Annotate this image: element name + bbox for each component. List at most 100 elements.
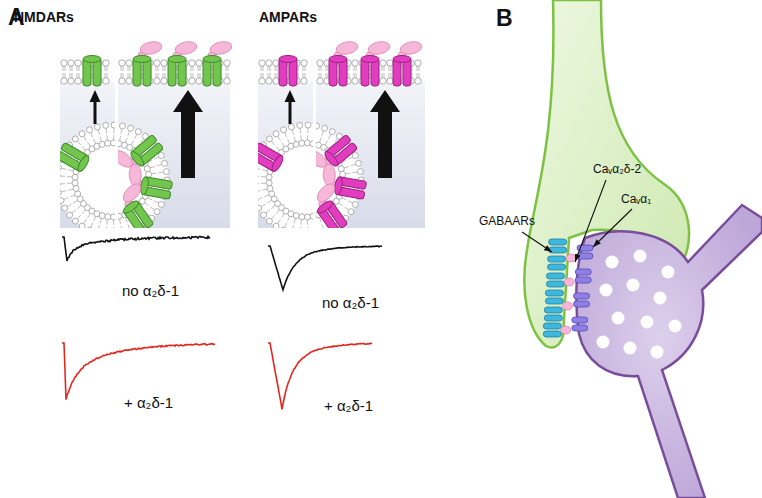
- lipid-tail: [82, 146, 85, 150]
- leader-line: [593, 209, 632, 247]
- alpha2delta2-symbol: [561, 326, 571, 334]
- lipid-tail: [258, 198, 262, 200]
- lipid-tail: [106, 128, 108, 133]
- lipid-tail: [342, 198, 346, 200]
- synaptic-vesicle: [627, 279, 640, 292]
- gabaa-receptor: [545, 290, 563, 296]
- receptor-symbol: [60, 142, 91, 173]
- lipid-tail: [384, 66, 385, 71]
- lipid-tail: [68, 170, 73, 171]
- lipid-head: [281, 227, 287, 228]
- lipid-tail: [212, 66, 213, 71]
- synaptic-vesicle: [606, 256, 619, 269]
- lipid-tail: [228, 73, 229, 78]
- receptor-symbol: [329, 40, 359, 86]
- alpha2delta2-symbol: [563, 302, 573, 310]
- lipid-tail: [94, 139, 96, 144]
- protein-label: Caᵥα₂δ-2: [593, 163, 641, 176]
- lipid-tail: [156, 66, 157, 71]
- lipid-head: [75, 60, 81, 66]
- lipid-tail: [271, 141, 274, 145]
- lipid-head: [73, 185, 79, 191]
- vesicle: [258, 122, 313, 228]
- lipid-tail: [261, 176, 266, 177]
- lipid-tail: [322, 131, 324, 136]
- lipid-tail: [322, 224, 324, 228]
- receptor-symbol: [83, 56, 101, 87]
- receptor-symbol: [203, 40, 233, 86]
- synaptic-vesicle: [600, 284, 613, 297]
- lipid-tail: [154, 201, 158, 203]
- lipid-head: [258, 205, 262, 211]
- lipid-tail: [262, 170, 267, 171]
- lipid-head: [305, 122, 311, 128]
- lipid-tail: [148, 198, 152, 200]
- postsynaptic-dendrite: [524, 0, 689, 348]
- lipid-tail: [65, 66, 66, 71]
- lipid-tail: [354, 73, 355, 78]
- lipid-head: [119, 123, 125, 129]
- lipid-head: [266, 174, 272, 180]
- lipid-tail: [105, 66, 106, 71]
- lipid-head: [126, 78, 132, 84]
- lipid-tail: [321, 73, 322, 78]
- lipid-head: [60, 164, 61, 170]
- lipid-tail: [282, 142, 285, 146]
- lipid-tail: [300, 135, 302, 140]
- lipid-tail: [113, 227, 114, 228]
- lipid-tail: [261, 204, 265, 207]
- synaptic-vesicle: [669, 320, 682, 333]
- receptor-cap: [76, 154, 91, 173]
- lipid-tail: [305, 73, 306, 78]
- synaptic-vesicle: [624, 342, 637, 355]
- lipid-tail: [123, 73, 124, 78]
- lipid-head: [68, 78, 74, 84]
- lipid-head: [61, 60, 67, 66]
- lipid-head: [87, 227, 93, 228]
- alpha2delta-symbol: [335, 40, 359, 56]
- lipid-head: [316, 213, 317, 219]
- lipid-head: [161, 160, 167, 166]
- lipid-tail: [200, 66, 201, 71]
- lipid-head: [135, 129, 141, 135]
- lipid-head: [288, 124, 294, 130]
- lipid-head: [154, 78, 160, 84]
- lipid-head: [266, 136, 272, 142]
- lipid-tail: [300, 227, 302, 228]
- lipid-head: [415, 78, 421, 84]
- lipid-tail: [156, 73, 157, 78]
- lipid-tail: [98, 225, 99, 228]
- presynaptic-terminal: [576, 205, 762, 498]
- gabaa-receptor: [543, 323, 561, 329]
- lipid-tail: [79, 73, 80, 78]
- lipid-tail: [60, 183, 65, 184]
- lipid-head: [380, 60, 386, 66]
- lipid-tail: [307, 135, 308, 140]
- lipid-tail: [128, 224, 130, 228]
- lipid-head: [144, 166, 150, 172]
- lipid-head: [119, 78, 125, 84]
- lipid-tail: [320, 218, 322, 223]
- lipid-tail: [68, 189, 73, 190]
- lipid-head: [266, 180, 272, 186]
- vesicle-lumen: [258, 124, 313, 228]
- trafficking-arrow: [90, 90, 101, 124]
- alpha2delta-symbol: [316, 181, 338, 205]
- current-trace: [62, 236, 210, 261]
- lipid-head: [304, 140, 310, 146]
- synaptic-vesicle: [654, 292, 667, 305]
- lipid-head: [111, 122, 115, 128]
- lipid-head: [273, 78, 279, 84]
- cav-alpha1-channel: [572, 325, 588, 331]
- lipid-tail: [77, 215, 80, 219]
- lipid-tail: [391, 73, 392, 78]
- lipid-head: [266, 60, 272, 66]
- lipid-head: [301, 60, 307, 66]
- lipid-tail: [339, 203, 343, 206]
- lipid-tail: [303, 73, 304, 78]
- lipid-tail: [226, 73, 227, 78]
- lipid-tail: [84, 136, 87, 140]
- receptor-cap: [168, 56, 186, 63]
- lipid-tail: [419, 73, 420, 78]
- lipid-tail: [298, 66, 299, 71]
